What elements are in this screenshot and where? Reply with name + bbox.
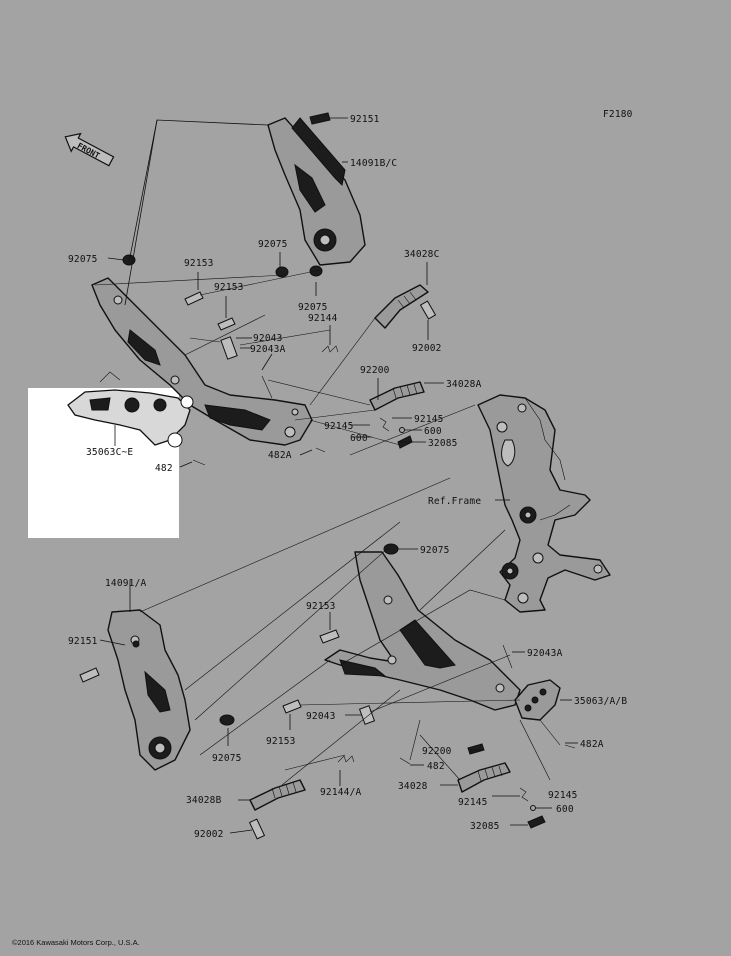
label-92144: 92144 <box>308 313 338 324</box>
heel-guard-upper <box>267 117 366 266</box>
callout-labels: 92151 14091B/C 92075 92153 92075 34028C … <box>68 114 627 840</box>
ref-frame <box>477 394 611 613</box>
label-92145-right: 92145 <box>414 414 444 425</box>
footrest-stay-upper <box>91 277 313 446</box>
footrest-stay-lower <box>324 551 521 711</box>
copyright-notice: ©2016 Kawasaki Motors Corp., U.S.A. <box>12 938 140 947</box>
label-600-right: 600 <box>424 426 442 437</box>
label-32085-b: 32085 <box>470 821 500 832</box>
label-35063c-e: 35063C~E <box>86 447 133 458</box>
label-34028a: 34028A <box>446 379 482 390</box>
upper-small-parts <box>122 112 437 466</box>
label-92075-low: 92075 <box>298 302 328 313</box>
label-92151-top: 92151 <box>350 114 380 125</box>
lower-small-parts <box>79 543 576 840</box>
label-482a-b: 482A <box>580 739 604 750</box>
label-92145-left: 92145 <box>324 421 354 432</box>
label-92144a: 92144/A <box>320 787 362 798</box>
label-14091bc: 14091B/C <box>350 158 397 169</box>
label-92002-top: 92002 <box>412 343 442 354</box>
label-482-top: 482 <box>155 463 173 474</box>
label-92075-b: 92075 <box>420 545 450 556</box>
label-600-left: 600 <box>350 433 368 444</box>
label-92151-b: 92151 <box>68 636 98 647</box>
label-92200-b: 92200 <box>422 746 452 757</box>
label-92153-a: 92153 <box>184 258 214 269</box>
label-482a-top: 482A <box>268 450 292 461</box>
label-92075-c: 92075 <box>212 753 242 764</box>
label-92145-c: 92145 <box>458 797 488 808</box>
rear-footpeg-bracket-upper <box>67 371 194 448</box>
label-14091a: 14091/A <box>105 578 147 589</box>
label-92002-b: 92002 <box>194 829 224 840</box>
label-34028c: 34028C <box>404 249 440 260</box>
label-92043: 92043 <box>253 333 283 344</box>
label-92075-mid: 92075 <box>258 239 288 250</box>
label-32085-top: 32085 <box>428 438 458 449</box>
label-92153-b: 92153 <box>214 282 244 293</box>
label-92043-b: 92043 <box>306 711 336 722</box>
label-34028b: 34028B <box>186 795 222 806</box>
label-92075-left: 92075 <box>68 254 98 265</box>
label-600-b: 600 <box>556 804 574 815</box>
label-92145-b: 92145 <box>548 790 578 801</box>
label-92200-top: 92200 <box>360 365 390 376</box>
label-ref-frame: Ref.Frame <box>428 496 481 507</box>
diagram-code: F2180 <box>603 109 633 120</box>
front-arrow-icon: FRONT <box>64 132 115 167</box>
label-34028: 34028 <box>398 781 428 792</box>
label-35063ab: 35063/A/B <box>574 696 627 707</box>
label-482-b: 482 <box>427 761 445 772</box>
label-92153-d: 92153 <box>266 736 296 747</box>
rear-footpeg-bracket-lower <box>514 679 561 721</box>
label-92043a: 92043A <box>250 344 286 355</box>
heel-guard-lower <box>107 609 191 771</box>
label-92153-c: 92153 <box>306 601 336 612</box>
leader-lines <box>94 117 578 834</box>
label-92043a-b: 92043A <box>527 648 563 659</box>
